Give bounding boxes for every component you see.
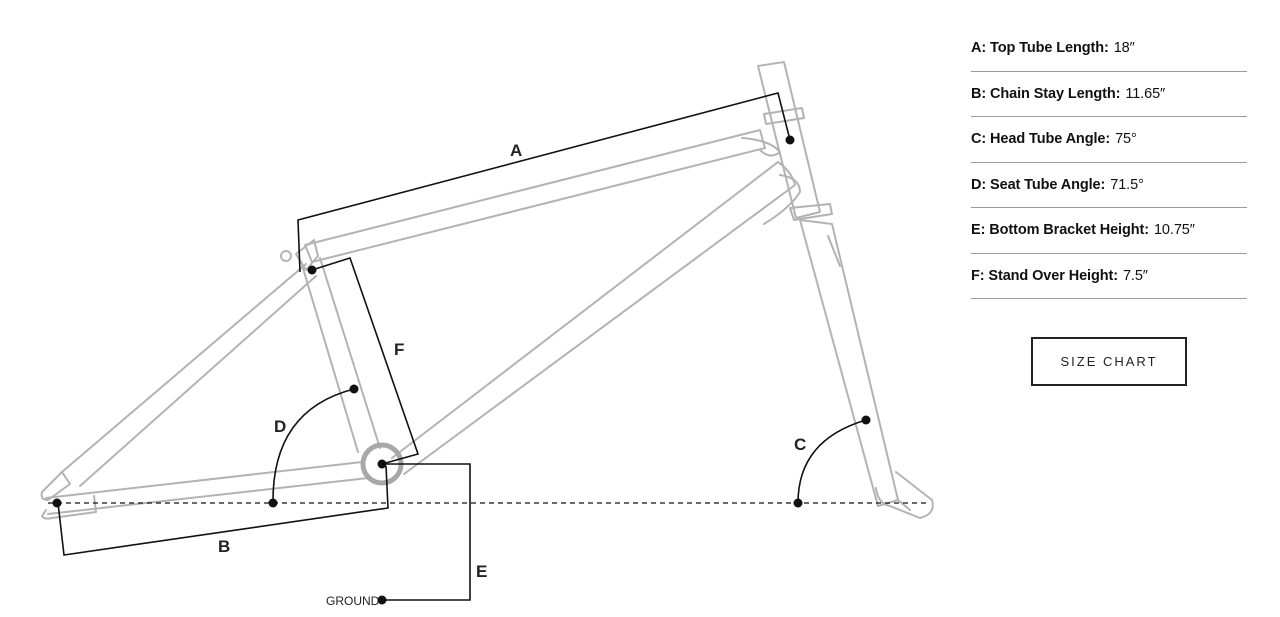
seat-angle-tip-point xyxy=(349,384,359,394)
head-angle-base-point xyxy=(793,498,803,508)
spec-label: F: Stand Over Height: xyxy=(971,267,1118,284)
spec-row-bottom-bracket-height: E: Bottom Bracket Height: 10.75″ xyxy=(971,208,1247,254)
spec-value: 75° xyxy=(1115,131,1137,148)
head-angle-tip-point xyxy=(861,415,871,425)
dimension-c-arc xyxy=(797,419,867,504)
dimension-b-line xyxy=(57,465,389,556)
spec-label: B: Chain Stay Length: xyxy=(971,85,1121,102)
spec-row-head-tube-angle: C: Head Tube Angle: 75° xyxy=(971,117,1247,163)
dimension-a-label: A xyxy=(510,141,522,160)
spec-row-seat-tube-angle: D: Seat Tube Angle: 71.5° xyxy=(971,163,1247,208)
bike-frame-outline xyxy=(40,61,934,520)
spec-value: 18″ xyxy=(1113,40,1135,57)
down-tube xyxy=(391,161,796,475)
seat-tube xyxy=(301,257,381,453)
spec-value: 10.75″ xyxy=(1153,222,1195,239)
dimension-e-line xyxy=(382,463,471,601)
ground-label: GROUND xyxy=(326,594,380,608)
top-tube xyxy=(304,129,766,263)
seat-angle-base-point xyxy=(268,498,278,508)
front-dropout xyxy=(875,471,934,519)
spec-row-top-tube: A: Top Tube Length: 18″ xyxy=(971,26,1247,72)
spec-label: A: Top Tube Length: xyxy=(971,40,1109,57)
size-chart-button[interactable]: SIZE CHART xyxy=(1031,337,1187,386)
gusset xyxy=(741,137,801,225)
seat-clamp xyxy=(295,239,319,271)
dimension-lines xyxy=(48,92,930,601)
frame-geometry-diagram: A F D C B E GROUND xyxy=(40,61,934,608)
rear-dropout xyxy=(40,471,97,520)
head-tube xyxy=(757,61,821,219)
ground-point xyxy=(377,595,387,605)
reference-points xyxy=(52,135,871,605)
top-tube-rear-point xyxy=(307,265,317,275)
spec-row-stand-over-height: F: Stand Over Height: 7.5″ xyxy=(971,254,1247,299)
dimension-f-label: F xyxy=(394,340,404,359)
dimension-d-arc xyxy=(272,388,355,504)
spec-label: D: Seat Tube Angle: xyxy=(971,176,1106,193)
dimension-a-line xyxy=(297,92,791,273)
headset-cups xyxy=(763,107,833,221)
spec-value: 7.5″ xyxy=(1122,267,1148,284)
spec-row-chain-stay: B: Chain Stay Length: 11.65″ xyxy=(971,72,1247,117)
fork xyxy=(799,219,899,507)
dimension-e-label: E xyxy=(476,562,487,581)
spec-value: 11.65″ xyxy=(1125,85,1166,102)
dimension-d-label: D xyxy=(274,417,286,436)
dimension-f-line xyxy=(311,257,420,465)
bottom-bracket-point xyxy=(377,459,387,469)
geometry-spec-list: A: Top Tube Length: 18″ B: Chain Stay Le… xyxy=(971,26,1247,299)
spec-label: C: Head Tube Angle: xyxy=(971,131,1111,148)
chain-stay xyxy=(45,461,369,515)
seat-clamp-bolt xyxy=(280,250,292,262)
dimension-b-label: B xyxy=(218,537,230,556)
top-tube-front-point xyxy=(785,135,795,145)
spec-value: 71.5° xyxy=(1110,176,1144,193)
rear-axle-point xyxy=(52,498,62,508)
dimension-c-label: C xyxy=(794,435,806,454)
spec-label: E: Bottom Bracket Height: xyxy=(971,222,1149,239)
seat-stay xyxy=(61,263,317,487)
